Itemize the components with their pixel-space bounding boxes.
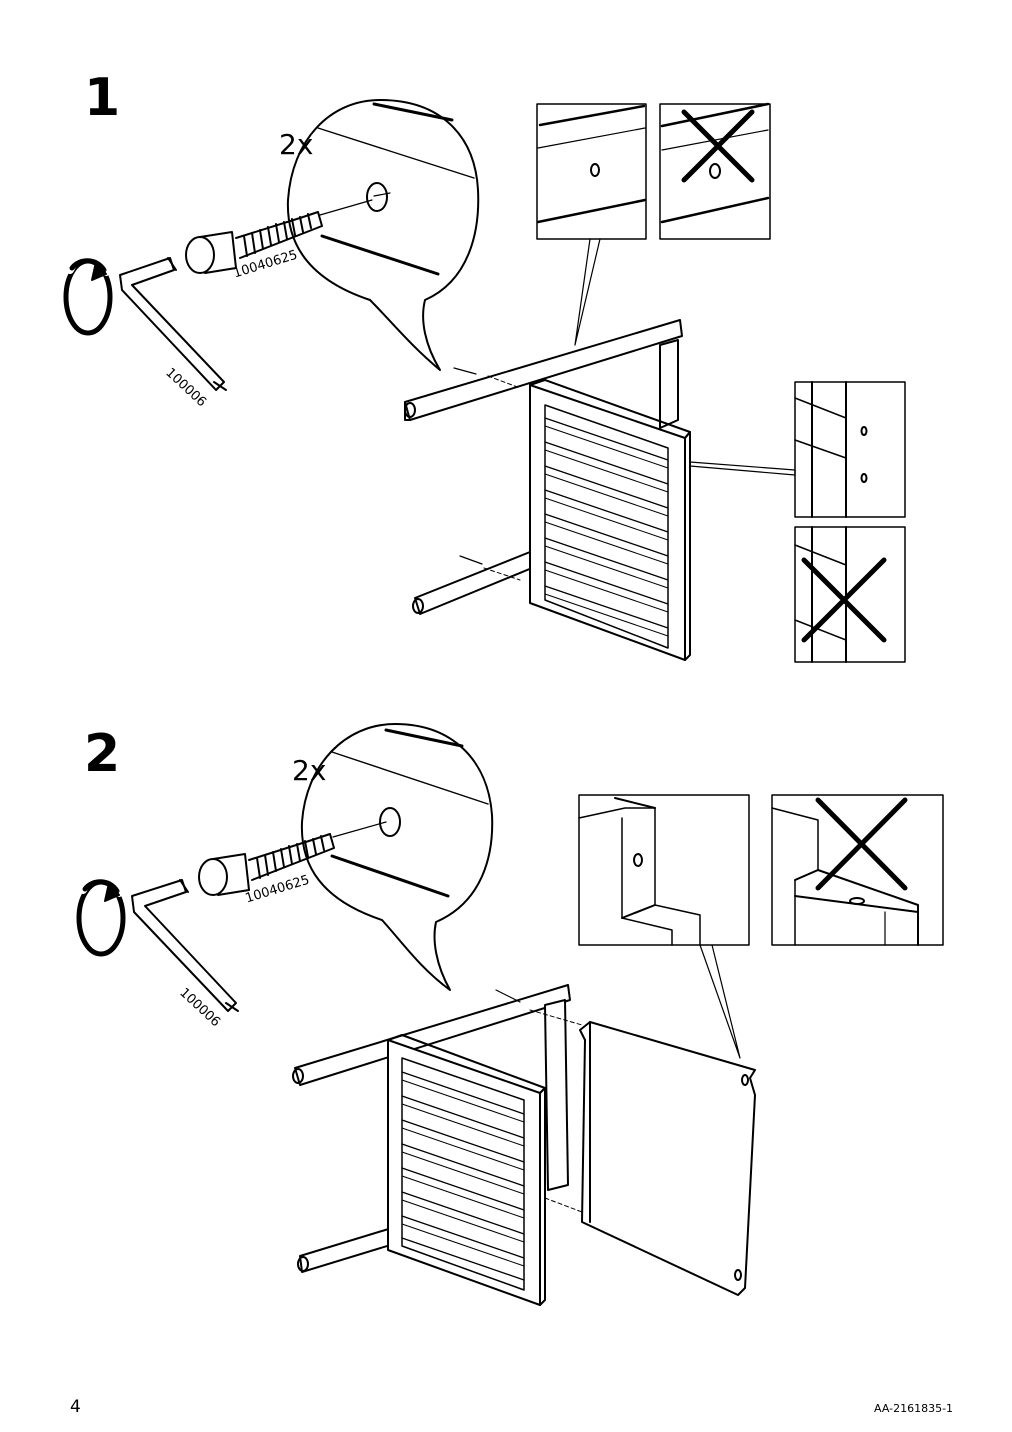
step-number: 2 [84, 724, 121, 784]
quantity-label: 2x [292, 754, 327, 787]
quantity-label: 2x [279, 128, 314, 161]
detail-inset-correct [536, 103, 647, 346]
slatted-side-panel [529, 379, 796, 661]
frame-rails [404, 319, 683, 615]
rotate-clockwise-icon [76, 872, 126, 957]
detail-magnifier [300, 723, 494, 991]
allen-key-icon [131, 879, 239, 1012]
step-2-illustration [76, 723, 944, 1306]
step-1-illustration [63, 99, 906, 663]
page-number: 4 [70, 1397, 81, 1417]
rotate-clockwise-icon [63, 251, 113, 336]
frame-rails [292, 984, 583, 1273]
document-code: AA-2161835-1 [874, 1402, 954, 1415]
bolt-icon [198, 821, 387, 896]
back-panel [579, 1021, 756, 1296]
detail-inset-correct [578, 794, 750, 1059]
detail-inset-wrong [659, 102, 771, 240]
bolt-icon [185, 199, 373, 274]
side-inset-correct [794, 381, 906, 518]
detail-magnifier [286, 99, 480, 371]
slatted-side-panel [387, 1034, 546, 1306]
step-number: 1 [84, 68, 121, 128]
side-inset-wrong [794, 526, 906, 663]
allen-key-icon [119, 257, 227, 391]
detail-inset-wrong [771, 794, 944, 946]
